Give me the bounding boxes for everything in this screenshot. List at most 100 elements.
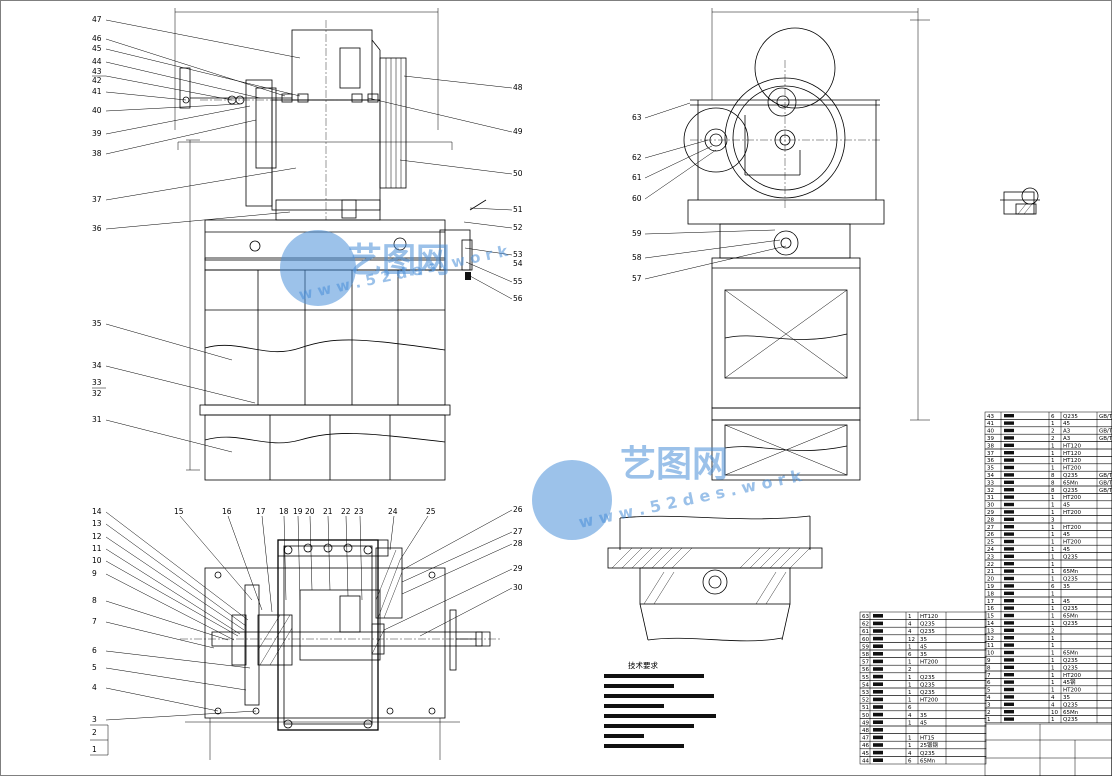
- callout-15: 15: [174, 507, 184, 516]
- bom-upper-cell-qty: 1: [1051, 599, 1055, 605]
- bom-upper-cell-qty: 6: [1051, 584, 1055, 590]
- callout-36: 36: [92, 224, 102, 233]
- bom-upper-cell-mat: 45: [1063, 503, 1070, 509]
- bom-lower-cell-qty: 2: [908, 667, 912, 673]
- bom-upper-cell-mat: Q235: [1063, 606, 1078, 612]
- bom-upper-cell-mat: 65Mn: [1063, 710, 1079, 716]
- bom-lower-cell-qty: 4: [908, 629, 912, 635]
- bom-lower-cell-no: 47: [862, 736, 869, 742]
- bom-upper-cell-no: 26: [987, 532, 994, 538]
- bom-upper-cell-no: 37: [987, 451, 994, 457]
- plan-callouts: 14 13 12 11 10 9 8 7 6 5 4 3 2 1 15 16 1…: [90, 505, 523, 756]
- bom-upper-cell-qty: 3: [1051, 517, 1055, 523]
- bom-upper-cell-mat: 65Mn: [1063, 614, 1079, 620]
- bom-upper-cell-qty: 1: [1051, 510, 1055, 516]
- bom-upper-cell-qty: 1: [1051, 458, 1055, 464]
- callout-25: 25: [426, 507, 436, 516]
- bom-upper-cell-qty: 8: [1051, 480, 1055, 486]
- callout-38: 38: [92, 149, 102, 158]
- bom-upper-cell-qty: 1: [1051, 503, 1055, 509]
- bom-lower-cell-qty: 1: [908, 743, 912, 749]
- bom-upper-cell-std: GB/T6170-2000: [1099, 488, 1112, 494]
- bom-upper-cell-no: 39: [987, 436, 994, 442]
- bom-lower-cell-mat: Q235: [920, 675, 935, 681]
- callout-45: 45: [92, 44, 102, 53]
- bom-lower-cell-qty: 12: [908, 637, 915, 643]
- bom-upper-cell-mat: 45: [1063, 599, 1070, 605]
- bom-upper-cell-mat: Q235: [1063, 488, 1078, 494]
- bom-upper-cell-qty: 10: [1051, 710, 1058, 716]
- bom-lower-cell-mat: 65Mn: [920, 758, 936, 764]
- callout-1: 1: [92, 745, 97, 754]
- bom-upper-cell-mat: HT200: [1063, 525, 1081, 531]
- side-view: [683, 8, 930, 481]
- callout-22: 22: [341, 507, 351, 516]
- callout-35: 35: [92, 319, 102, 328]
- bom-lower-cell-mat: HT120: [920, 614, 938, 620]
- bom-upper-cell-qty: 8: [1051, 488, 1055, 494]
- bom-lower-cell-mat: 35: [920, 652, 927, 658]
- bom-lower-cell-no: 54: [862, 682, 869, 688]
- bom-upper-cell-no: 10: [987, 651, 994, 657]
- bom-lower-cell-no: 50: [862, 713, 869, 719]
- bom-upper-row: 28 3: [984, 515, 1112, 523]
- bom-lower-cell-mat: Q235: [920, 751, 935, 757]
- bom-upper-cell-no: 32: [987, 488, 994, 494]
- callout-26: 26: [513, 505, 523, 514]
- callout-63: 63: [632, 113, 642, 122]
- bom-lower-cell-mat: 45: [920, 720, 927, 726]
- callout-31: 31: [92, 415, 102, 424]
- detail-view: [1000, 187, 1040, 215]
- callout-11: 11: [92, 544, 102, 553]
- bom-upper-cell-std: GB/T5780-2000: [1099, 473, 1112, 479]
- bom-lower-cell-mat: HT15: [920, 736, 935, 742]
- callout-6: 6: [92, 646, 97, 655]
- bom-upper-cell-no: 8: [987, 665, 991, 671]
- bom-upper-cell-qty: 1: [1051, 569, 1055, 575]
- callout-50: 50: [513, 169, 523, 178]
- side-callouts: 63 62 61 60 59 58 57: [632, 102, 787, 283]
- front-callouts: 47 46 45 44 43 42 41 40 39 38 37 36 35 3…: [92, 15, 523, 453]
- callout-10: 10: [92, 556, 102, 565]
- bom-lower-cell-mat: 25锻钢: [920, 741, 938, 749]
- bom-upper-cell-mat: Q235: [1063, 414, 1078, 420]
- bom-upper-cell-no: 28: [987, 517, 994, 523]
- callout-13: 13: [92, 519, 102, 528]
- bom-upper-cell-mat: 45: [1063, 532, 1070, 538]
- callout-40: 40: [92, 106, 102, 115]
- bom-upper-cell-no: 33: [987, 480, 994, 486]
- bom-lower-cell-qty: 1: [908, 660, 912, 666]
- svg-text:艺图网: 艺图网: [620, 444, 728, 485]
- bom-upper-cell-no: 13: [987, 628, 994, 634]
- svg-text:艺图网: 艺图网: [348, 241, 450, 281]
- bom-upper-cell-no: 43: [987, 414, 994, 420]
- callout-56: 56: [513, 294, 523, 303]
- bom-upper-cell-qty: 1: [1051, 540, 1055, 546]
- bom-upper-cell-mat: 35: [1063, 695, 1070, 701]
- callout-4: 4: [92, 683, 97, 692]
- tech-requirements: 技术要求: [604, 660, 716, 748]
- callout-37: 37: [92, 195, 102, 204]
- bom-lower-cell-no: 55: [862, 675, 869, 681]
- callout-32: 32: [92, 389, 102, 398]
- callout-30: 30: [513, 583, 523, 592]
- bom-upper-cell-no: 11: [987, 643, 994, 649]
